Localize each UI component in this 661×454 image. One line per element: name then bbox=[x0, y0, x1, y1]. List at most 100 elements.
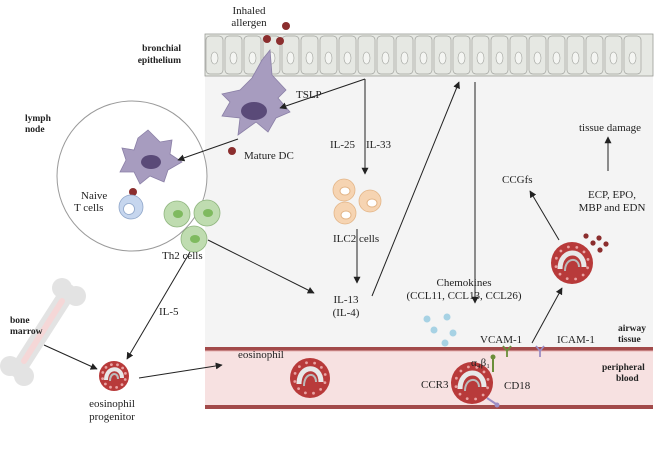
granule bbox=[459, 369, 463, 373]
eosinophil-tissue-cell bbox=[551, 233, 609, 284]
granule bbox=[305, 361, 308, 365]
granule bbox=[110, 363, 113, 366]
granule bbox=[559, 249, 563, 253]
granule bbox=[123, 378, 127, 381]
label-node: node bbox=[25, 125, 45, 135]
epithelial-nucleus bbox=[229, 51, 238, 65]
granule bbox=[104, 366, 108, 369]
arrows bbox=[43, 78, 612, 379]
label-ecp: ECP, EPO, bbox=[588, 189, 636, 201]
label-ilc2: ILC2 cells bbox=[333, 233, 379, 245]
granule bbox=[586, 258, 590, 261]
label-airway: airway bbox=[618, 324, 646, 334]
label-eosinophil: eosinophil bbox=[238, 349, 284, 361]
granule bbox=[312, 391, 315, 395]
arrow-vessel-to-tissue bbox=[531, 287, 563, 344]
granule bbox=[104, 382, 107, 386]
granule bbox=[482, 370, 486, 374]
granule bbox=[582, 250, 586, 254]
epithelial-nucleus bbox=[609, 51, 618, 65]
cd18-receptor bbox=[486, 397, 500, 408]
granule bbox=[313, 361, 316, 365]
epithelial-nucleus bbox=[438, 51, 447, 65]
arrow-th2-to-il13 bbox=[207, 239, 315, 294]
mature-dc-cell bbox=[221, 48, 291, 136]
granule bbox=[458, 392, 462, 396]
label-tslp: TSLP bbox=[296, 89, 322, 101]
label-il5: IL-5 bbox=[159, 306, 179, 318]
granule bbox=[101, 377, 104, 380]
allergen-particles bbox=[129, 22, 290, 196]
granule bbox=[575, 246, 579, 249]
granule bbox=[323, 373, 327, 376]
label-il4: (IL-4) bbox=[333, 307, 360, 319]
granule bbox=[567, 245, 570, 249]
granule bbox=[581, 273, 585, 277]
label-naive: Naive bbox=[81, 190, 107, 202]
epithelial-nucleus bbox=[552, 51, 561, 65]
arrow-progenitor-to-blood bbox=[138, 362, 223, 379]
granule bbox=[481, 393, 485, 397]
granule bbox=[574, 277, 577, 281]
granule bbox=[475, 366, 479, 369]
epithelial-nucleus bbox=[628, 51, 637, 65]
label-eos-progenitor-2: progenitor bbox=[89, 411, 135, 423]
label-vcam1: VCAM-1 bbox=[480, 334, 522, 346]
th2-cells bbox=[163, 199, 221, 253]
label-icam1: ICAM-1 bbox=[557, 334, 595, 346]
label-ccl: (CCL11, CCL13, CCL26) bbox=[406, 290, 521, 302]
label-lymph: lymph bbox=[25, 114, 52, 124]
granule bbox=[124, 372, 127, 375]
epithelial-nucleus bbox=[324, 51, 333, 65]
epithelial-nucleus bbox=[362, 51, 371, 65]
label-il33: IL-33 bbox=[366, 139, 392, 151]
blood-vessel bbox=[205, 347, 653, 409]
label-chemokines: Chemokines bbox=[437, 277, 492, 289]
label-marrow: marrow bbox=[10, 327, 43, 337]
ilc2-cells bbox=[332, 178, 382, 225]
alpha4beta1-receptor bbox=[490, 354, 496, 372]
label-cd18: CD18 bbox=[504, 380, 531, 392]
epithelial-nucleus bbox=[590, 51, 599, 65]
granule bbox=[297, 387, 300, 390]
arrow-bone-to-progenitor bbox=[43, 344, 98, 370]
bronchial-epithelium bbox=[204, 33, 654, 77]
label-eos-progenitor-1: eosinophil bbox=[89, 398, 135, 410]
epithelial-nucleus bbox=[571, 51, 580, 65]
granule bbox=[323, 381, 327, 384]
label-peripheral: peripheral bbox=[602, 363, 645, 373]
eosinophil-progenitor-cell bbox=[99, 361, 129, 391]
label-mbp-edn: MBP and EDN bbox=[579, 202, 646, 214]
label-alpha4beta1: α₄β₁ bbox=[471, 357, 490, 369]
epithelial-nucleus bbox=[286, 51, 295, 65]
granule bbox=[454, 385, 458, 388]
epithelial-nucleus bbox=[400, 51, 409, 65]
epithelial-nucleus bbox=[343, 51, 352, 65]
label-blood: blood bbox=[616, 374, 639, 384]
epithelial-nucleus bbox=[514, 51, 523, 65]
label-il13: IL-13 bbox=[333, 294, 359, 306]
eosinophil-blood-cell bbox=[290, 358, 330, 398]
granule bbox=[467, 365, 470, 369]
granule bbox=[320, 366, 323, 369]
epithelial-nucleus bbox=[381, 51, 390, 65]
arrow-th2-to-progenitor bbox=[126, 251, 191, 360]
epithelial-nucleus bbox=[248, 51, 257, 65]
granule bbox=[121, 366, 124, 370]
label-bronchial: bronchial bbox=[142, 44, 181, 54]
arrow-eos-to-ccgfs bbox=[529, 190, 560, 241]
granule bbox=[455, 376, 458, 380]
chemokine-particles bbox=[423, 313, 457, 347]
granule bbox=[474, 397, 477, 401]
label-il25: IL-25 bbox=[330, 139, 356, 151]
granule bbox=[555, 256, 558, 260]
granule bbox=[116, 363, 119, 367]
airway-tissue-region bbox=[205, 75, 653, 350]
label-allergen: allergen bbox=[231, 17, 267, 29]
epithelial-nucleus bbox=[419, 51, 428, 65]
granule bbox=[293, 372, 297, 375]
arrow-epithelium-to-dc bbox=[279, 78, 366, 110]
lymph-node bbox=[56, 100, 208, 252]
